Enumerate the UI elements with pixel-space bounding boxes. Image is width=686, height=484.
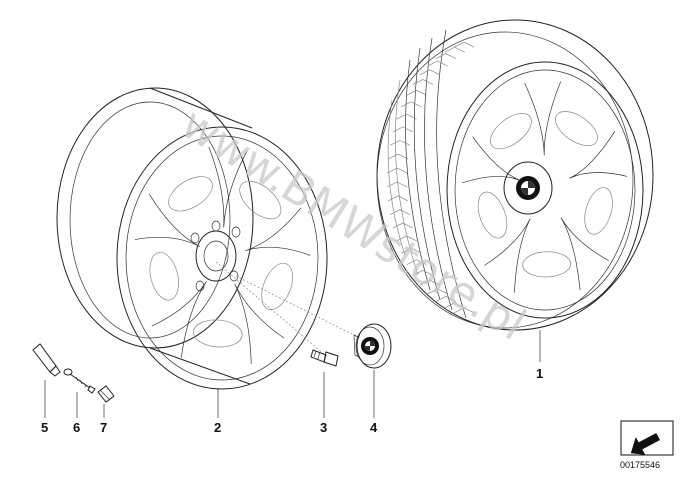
- rim-spokes: [462, 81, 628, 293]
- spoke: [208, 146, 248, 228]
- callout-3: 3: [320, 420, 327, 435]
- wheel-bolt: [310, 349, 339, 418]
- tread-chevron: [406, 259, 427, 266]
- tread-chevron: [406, 89, 427, 96]
- tread-chevron: [419, 69, 441, 76]
- tread-chevron: [401, 247, 422, 254]
- tread-chevron: [401, 101, 422, 108]
- valve-core: [63, 368, 96, 418]
- spoke-window: [555, 111, 598, 146]
- spoke-window: [149, 251, 179, 301]
- spoke: [569, 130, 628, 179]
- spoke: [245, 207, 311, 256]
- callout-7: 7: [100, 420, 107, 435]
- tread-chevron: [453, 307, 475, 314]
- callout-5: 5: [41, 420, 48, 435]
- spoke-window: [477, 191, 508, 239]
- arrow-box-icon: [620, 420, 674, 456]
- tread-chevron: [427, 288, 448, 295]
- tyre-valve: [32, 343, 61, 418]
- bmw-roundel-icon: [361, 337, 379, 355]
- valve-cap: [97, 385, 115, 418]
- spoke: [134, 193, 200, 247]
- tread-chevron: [419, 279, 441, 286]
- tread-chevron: [387, 195, 409, 202]
- tread-chevron: [387, 153, 409, 160]
- spoke: [484, 218, 531, 293]
- callout-2: 2: [214, 420, 221, 435]
- callout-6: 6: [73, 420, 80, 435]
- tread-chevron: [444, 302, 465, 309]
- callout-1: 1: [536, 366, 543, 381]
- spoke-window: [239, 180, 282, 220]
- tyre-tread: [387, 29, 467, 319]
- callout-4: 4: [370, 420, 378, 435]
- alloy-rim: [56, 87, 361, 418]
- tread-chevron: [412, 79, 434, 85]
- spoke-window: [168, 176, 213, 212]
- spoke-window: [193, 319, 243, 348]
- spoke-window: [584, 187, 613, 235]
- spoke-window: [261, 262, 293, 310]
- tread-chevron: [427, 60, 448, 67]
- spoke-window: [490, 113, 532, 150]
- tread-chevron: [435, 296, 457, 302]
- tread-chevron: [453, 41, 475, 48]
- watermark-text: www.BMWstore.pl: [172, 98, 534, 351]
- spoke: [151, 281, 207, 358]
- tread-chevron: [412, 270, 434, 276]
- spoke: [234, 283, 285, 364]
- bmw-roundel-icon: [516, 176, 540, 200]
- complete-wheel-with-tyre: [376, 19, 654, 362]
- hub-cap-with-emblem: [353, 323, 392, 418]
- tread-chevron: [389, 139, 411, 146]
- tread-chevron: [396, 235, 417, 242]
- document-number: 00175546: [620, 460, 660, 470]
- tread-chevron: [396, 113, 417, 120]
- tread-chevron: [386, 181, 408, 188]
- spoke: [524, 81, 562, 156]
- spoke-window: [522, 251, 571, 278]
- spoke: [462, 136, 521, 184]
- tread-chevron: [392, 222, 413, 229]
- rim-spokes: [134, 146, 311, 364]
- spoke: [560, 217, 609, 291]
- tread-pattern: [386, 41, 475, 314]
- tread-chevron: [444, 46, 465, 53]
- tread-chevron: [435, 53, 457, 59]
- tread-chevron: [392, 126, 413, 133]
- tread-chevron: [386, 167, 408, 174]
- tread-chevron: [389, 209, 411, 215]
